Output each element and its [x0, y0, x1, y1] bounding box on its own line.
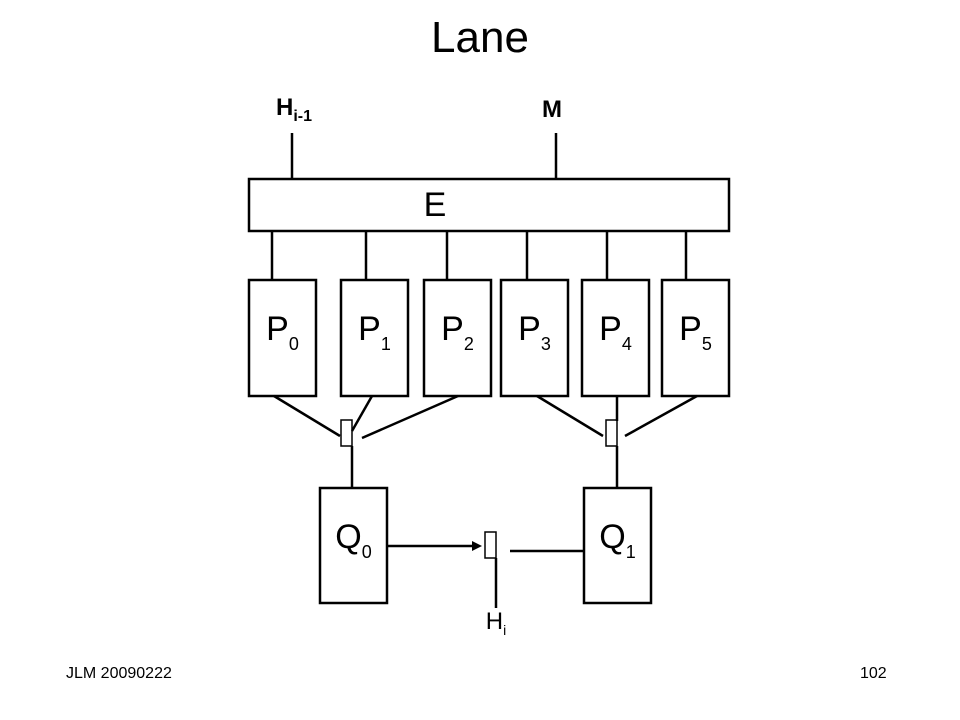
p1-label-sub: 1	[380, 334, 391, 354]
arrow-head-icon	[472, 541, 482, 551]
p4-box	[580, 278, 651, 398]
p0-label-sub: 0	[288, 334, 299, 354]
wire-p2-comb0	[361, 394, 459, 440]
input-label-m: M	[542, 96, 562, 123]
p4-label-main: P	[599, 310, 622, 348]
input-label-h-prev-main: H	[276, 94, 294, 121]
output-label-main: H	[485, 608, 504, 635]
wire-p5-comb1	[624, 394, 698, 438]
q1-box	[582, 486, 653, 605]
q0-label-main: Q	[335, 518, 362, 556]
p0-label: P0	[249, 310, 316, 363]
p1-label: P1	[341, 310, 408, 363]
footer-page-number: 102	[860, 665, 887, 682]
combiner-1-icon	[605, 419, 618, 447]
output-label-sub: i	[503, 622, 507, 638]
combiner-2-icon	[484, 531, 497, 559]
p3-box	[499, 278, 570, 398]
q1-label: Q1	[584, 518, 651, 571]
output-label-h: Hi	[466, 608, 526, 644]
p0-box	[247, 278, 318, 398]
wire-p0-comb0	[273, 394, 341, 438]
p2-label-main: P	[441, 310, 464, 348]
p3-label-sub: 3	[540, 334, 551, 354]
p5-label-sub: 5	[701, 334, 712, 354]
p5-label: P5	[662, 310, 729, 363]
wire-p3-comb1	[536, 394, 604, 438]
q1-label-main: Q	[599, 518, 626, 556]
input-label-h-prev-sub: i-1	[293, 108, 313, 125]
q0-label-sub: 0	[361, 542, 372, 562]
slide-title: Lane	[431, 13, 529, 62]
p2-label: P2	[424, 310, 491, 363]
input-label-h-prev: Hi-1	[276, 94, 312, 131]
p5-label-main: P	[679, 310, 702, 348]
e-box	[247, 177, 731, 233]
wire-p1-comb0	[350, 395, 374, 432]
p4-label-sub: 4	[621, 334, 632, 354]
footer-date: JLM 20090222	[66, 665, 172, 682]
p2-label-sub: 2	[463, 334, 474, 354]
p1-label-main: P	[358, 310, 381, 348]
p3-label: P3	[501, 310, 568, 363]
combiner-0-icon	[340, 419, 353, 447]
p3-label-main: P	[518, 310, 541, 348]
p0-label-main: P	[266, 310, 289, 348]
e-label: E	[423, 186, 447, 224]
p4-label: P4	[582, 310, 649, 363]
p1-box	[339, 278, 410, 398]
q1-label-sub: 1	[625, 542, 636, 562]
q0-label: Q0	[320, 518, 387, 571]
